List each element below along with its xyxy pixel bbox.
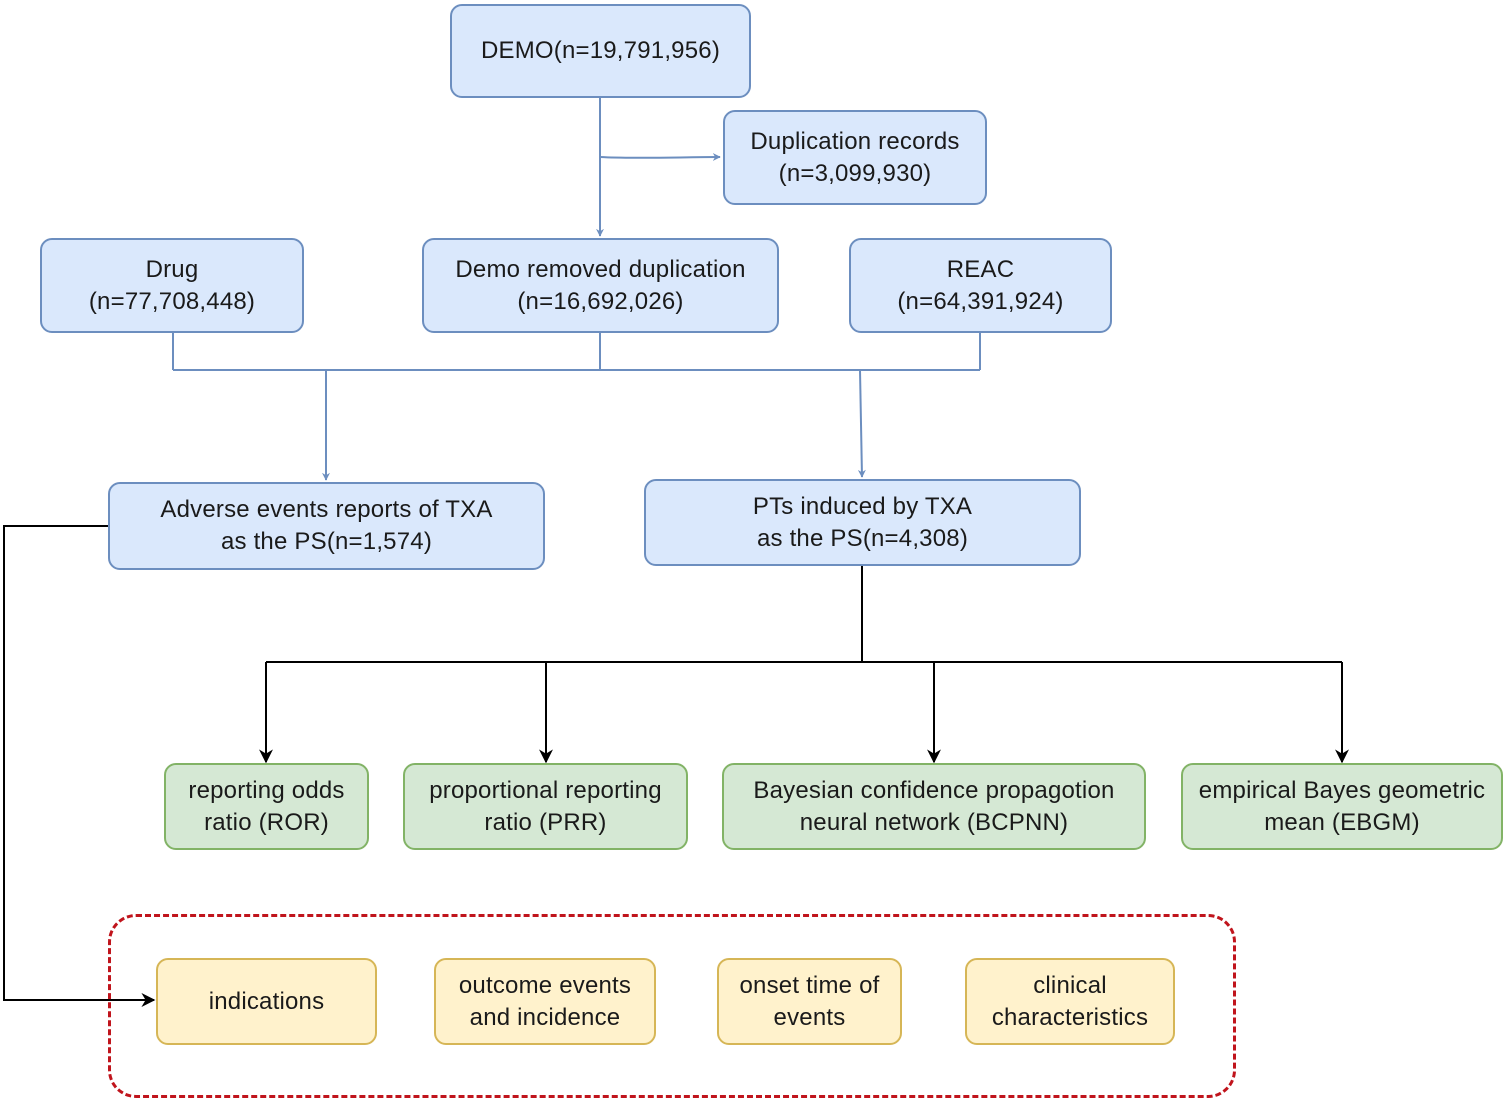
method-label: Bayesian confidence propagotion [753, 776, 1115, 804]
method-label: ratio (PRR) [484, 808, 607, 836]
connector-demo-to-duplication [599, 153, 721, 162]
method-label: proportional reporting [429, 776, 662, 804]
analysis-box-outcome-events: outcome events and incidence [434, 958, 656, 1045]
method-box-bcpnn: Bayesian confidence propagotion neural n… [722, 763, 1146, 850]
duplication-records-title: Duplication records [750, 127, 960, 155]
drug-count: (n=77,708,448) [88, 287, 256, 315]
pts-induced-box: PTs induced by TXA as the PS(n=4,308) [644, 479, 1081, 566]
method-box-prr: proportional reporting ratio (PRR) [403, 763, 688, 850]
analysis-label: outcome events [458, 971, 632, 999]
duplication-records-count: (n=3,099,930) [778, 159, 932, 187]
analysis-label: events [773, 1003, 846, 1031]
adverse-events-count: as the PS(n=1,574) [220, 528, 433, 555]
adverse-events-title: Adverse events reports of TXA [160, 496, 493, 523]
analysis-label: indications [208, 987, 325, 1015]
connector-merge-to-pts [857, 369, 866, 478]
analysis-box-indications: indications [156, 958, 377, 1045]
analysis-label: characteristics [991, 1003, 1149, 1031]
analysis-box-clinical-characteristics: clinical characteristics [965, 958, 1175, 1045]
pts-induced-title: PTs induced by TXA [752, 492, 973, 520]
method-box-ebgm: empirical Bayes geometric mean (EBGM) [1181, 763, 1503, 850]
analysis-label: clinical [1033, 971, 1107, 999]
demo-removed-count: (n=16,692,026) [517, 287, 684, 315]
method-label: ratio (ROR) [204, 808, 329, 836]
connector-adverse-to-analyses [3, 525, 156, 1007]
drug-title: Drug [145, 255, 199, 283]
method-box-ror: reporting odds ratio (ROR) [164, 763, 369, 850]
analysis-group-frame [108, 914, 1236, 1098]
method-label: reporting odds [188, 776, 345, 804]
pts-induced-count: as the PS(n=4,308) [756, 524, 969, 552]
adverse-events-box: Adverse events reports of TXA as the PS(… [108, 482, 545, 570]
duplication-records-box: Duplication records (n=3,099,930) [723, 110, 987, 205]
demo-removed-duplication-box: Demo removed duplication (n=16,692,026) [422, 238, 779, 333]
reac-title: REAC [946, 255, 1015, 283]
demo-box: DEMO(n=19,791,956) [450, 4, 751, 98]
demo-box-label: DEMO(n=19,791,956) [480, 37, 721, 64]
analysis-label: and incidence [469, 1003, 621, 1031]
method-label: mean (EBGM) [1264, 808, 1420, 836]
method-label: empirical Bayes geometric [1198, 776, 1486, 804]
method-label: neural network (BCPNN) [799, 808, 1069, 836]
drug-box: Drug (n=77,708,448) [40, 238, 304, 333]
reac-box: REAC (n=64,391,924) [849, 238, 1112, 333]
analysis-box-onset-time: onset time of events [717, 958, 902, 1045]
reac-count: (n=64,391,924) [897, 287, 1064, 315]
analysis-label: onset time of [739, 971, 880, 999]
demo-removed-title: Demo removed duplication [455, 255, 746, 283]
